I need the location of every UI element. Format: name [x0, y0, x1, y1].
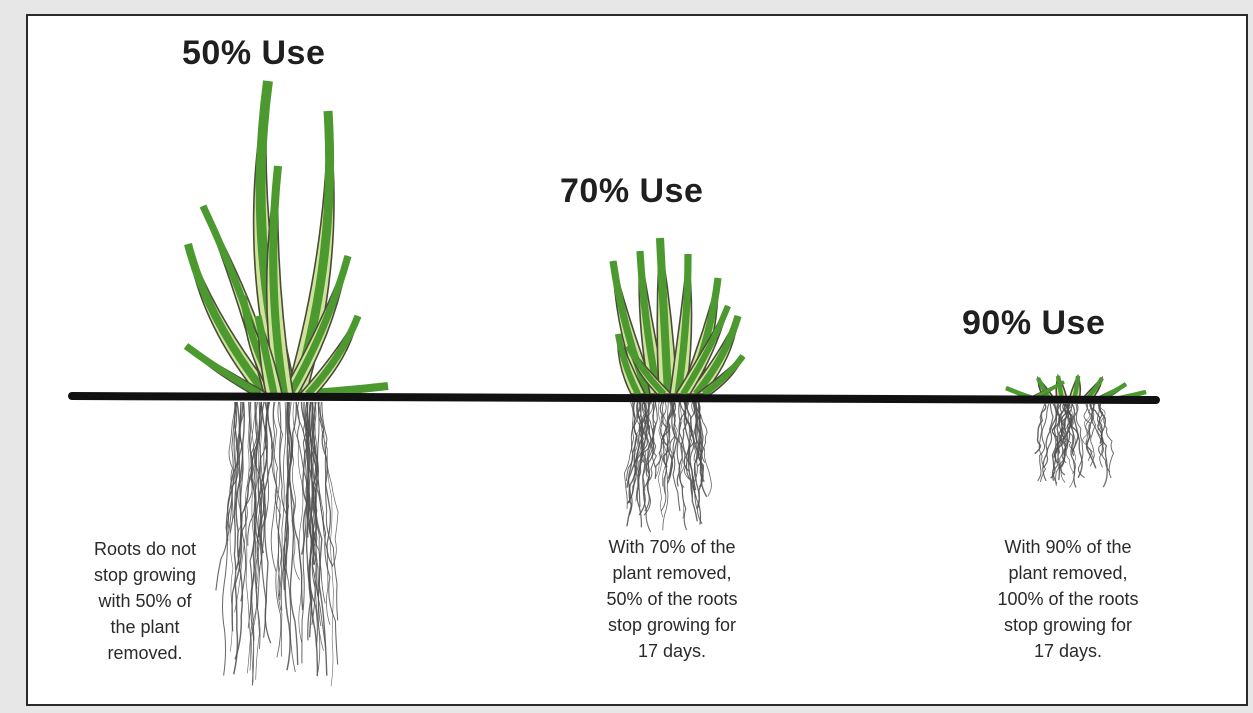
- caption-50-percent-use: Roots do not stop growing with 50% of th…: [50, 536, 240, 666]
- diagram-frame: 50% Use 70% Use 90% Use Roots do not sto…: [26, 14, 1248, 706]
- heading-50-percent-use: 50% Use: [182, 34, 325, 73]
- heading-70-percent-use: 70% Use: [560, 172, 703, 211]
- heading-90-percent-use: 90% Use: [962, 304, 1105, 343]
- ground-line: [72, 396, 1156, 400]
- caption-90-percent-use: With 90% of the plant removed, 100% of t…: [946, 534, 1190, 664]
- plant-70-percent-use: [613, 238, 743, 394]
- plant-50-percent-use: [186, 81, 388, 394]
- caption-line: With 90% of the: [946, 534, 1190, 560]
- caption-70-percent-use: With 70% of the plant removed, 50% of th…: [550, 534, 794, 664]
- caption-line: plant removed,: [946, 560, 1190, 586]
- caption-line: the plant: [50, 614, 240, 640]
- caption-line: 17 days.: [946, 638, 1190, 664]
- roots-90-percent: [1035, 404, 1114, 488]
- caption-line: stop growing for: [550, 612, 794, 638]
- caption-line: removed.: [50, 640, 240, 666]
- caption-line: Roots do not: [50, 536, 240, 562]
- caption-line: stop growing for: [946, 612, 1190, 638]
- caption-line: plant removed,: [550, 560, 794, 586]
- caption-line: stop growing: [50, 562, 240, 588]
- caption-line: 100% of the roots: [946, 586, 1190, 612]
- roots-70-percent: [624, 402, 711, 532]
- caption-line: With 70% of the: [550, 534, 794, 560]
- caption-line: 17 days.: [550, 638, 794, 664]
- caption-line: with 50% of: [50, 588, 240, 614]
- caption-line: 50% of the roots: [550, 586, 794, 612]
